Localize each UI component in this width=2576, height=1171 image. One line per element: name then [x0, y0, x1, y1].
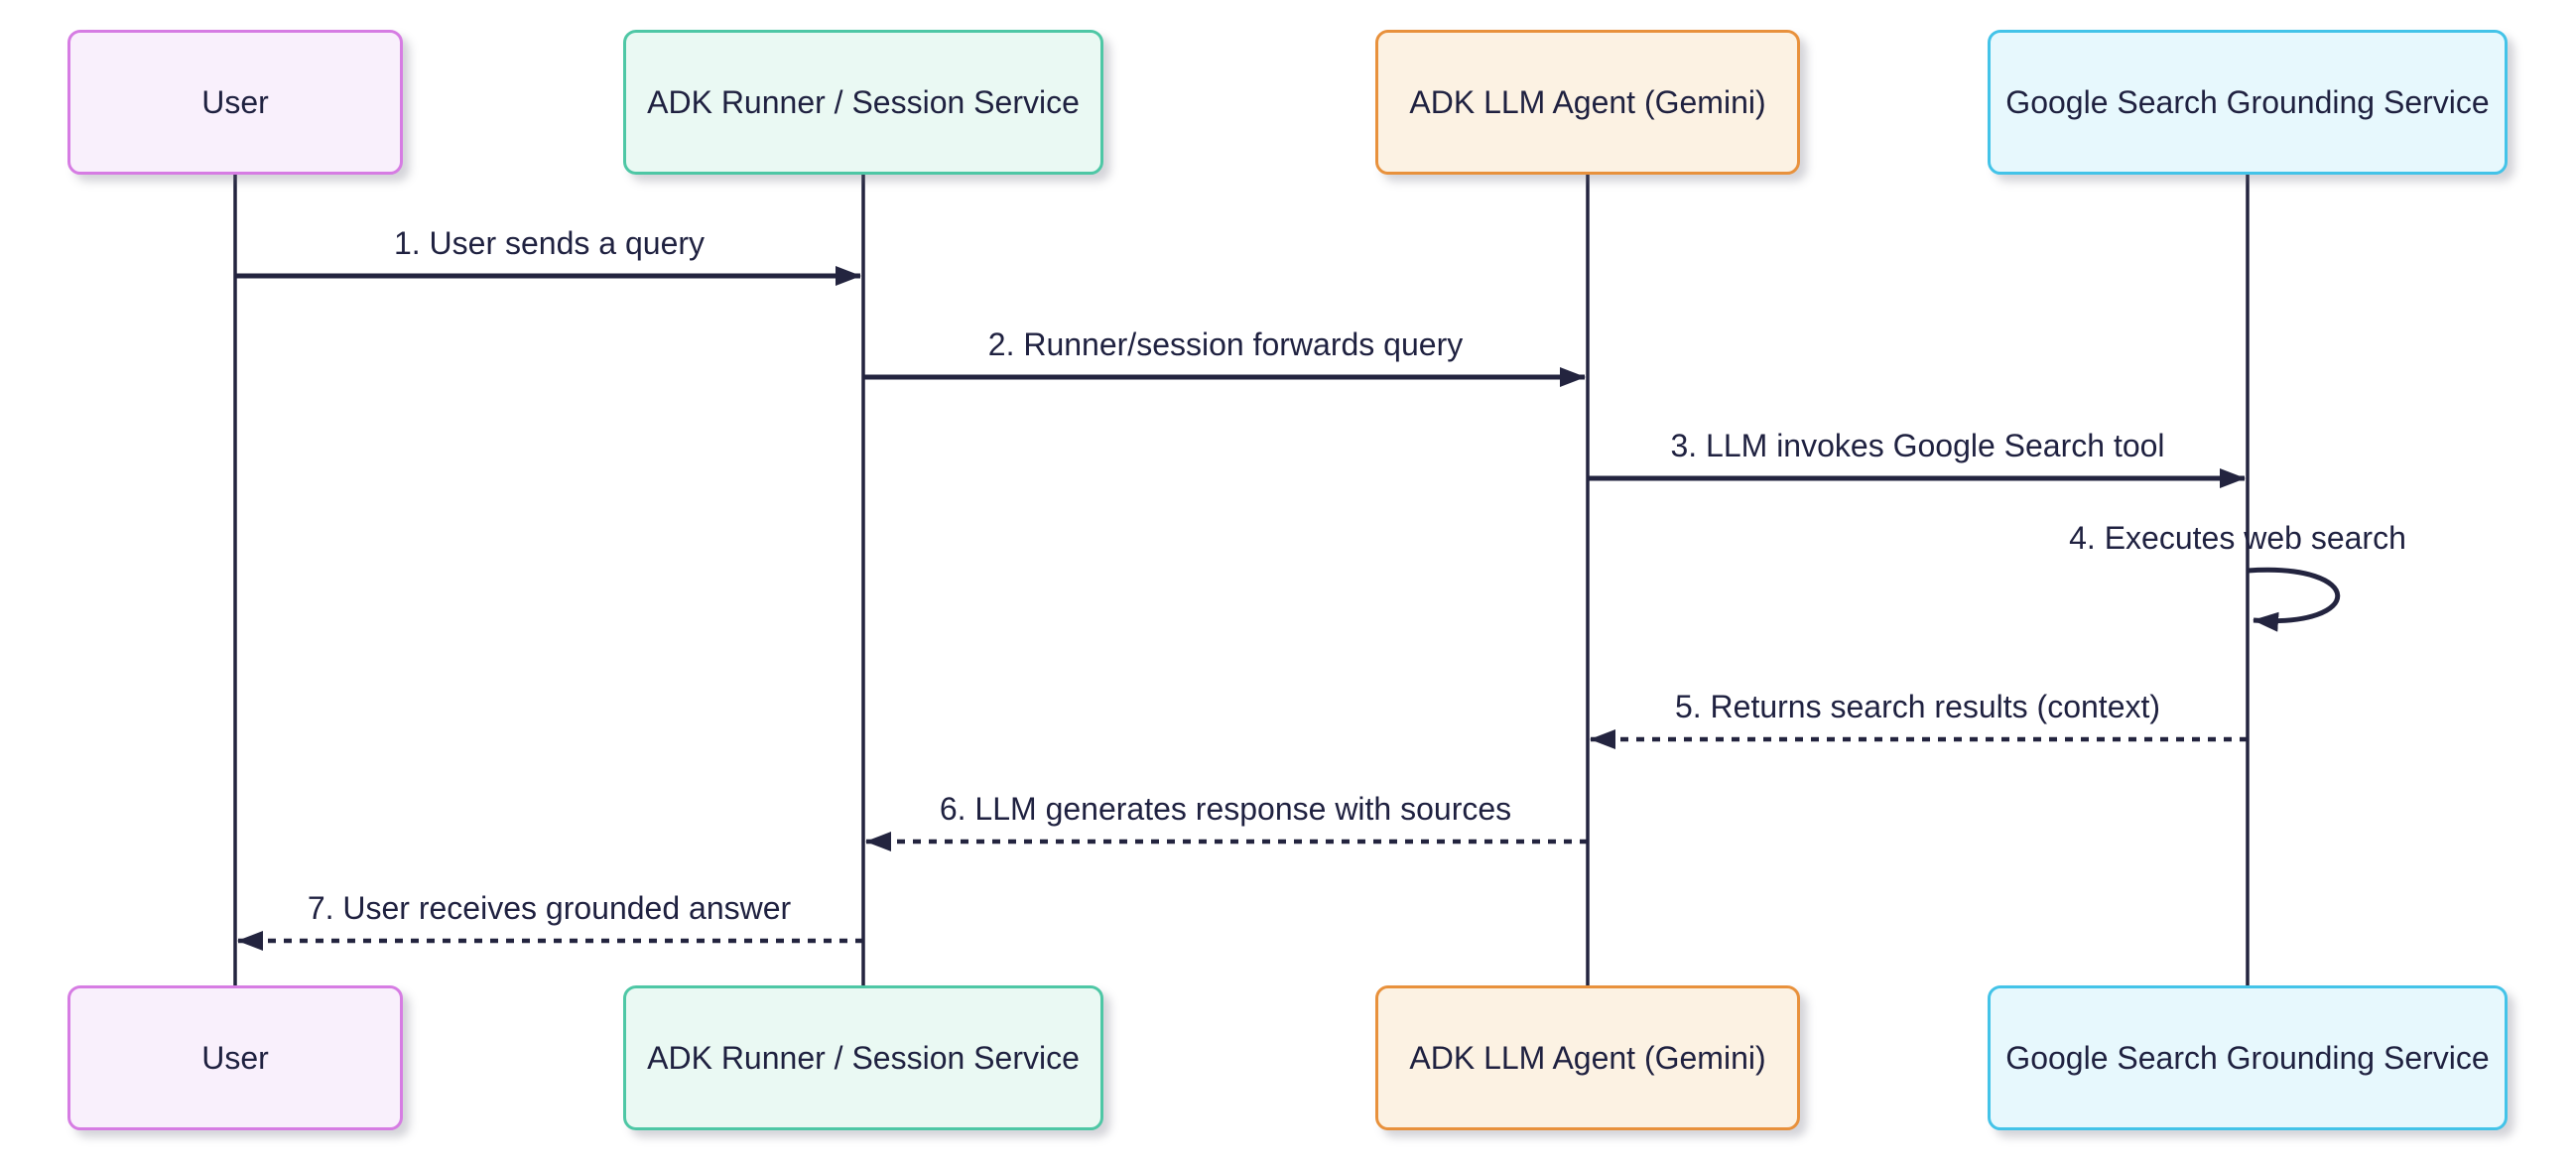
- actor-box-top-runner: ADK Runner / Session Service: [623, 30, 1103, 175]
- actor-label: Google Search Grounding Service: [2005, 83, 2490, 120]
- actor-box-bottom-google: Google Search Grounding Service: [1988, 985, 2508, 1130]
- message-label-3: 3. LLM invokes Google Search tool: [1670, 428, 2165, 464]
- actor-box-top-llm: ADK LLM Agent (Gemini): [1375, 30, 1800, 175]
- actor-label: ADK Runner / Session Service: [647, 83, 1080, 120]
- actor-label: User: [201, 83, 269, 120]
- actor-label: User: [201, 1039, 269, 1076]
- message-label-2: 2. Runner/session forwards query: [987, 326, 1464, 363]
- message-label-4: 4. Executes web search: [2069, 520, 2406, 557]
- actor-label: ADK LLM Agent (Gemini): [1409, 83, 1766, 120]
- actor-label: ADK Runner / Session Service: [647, 1039, 1080, 1076]
- actor-box-bottom-runner: ADK Runner / Session Service: [623, 985, 1103, 1130]
- actor-label: ADK LLM Agent (Gemini): [1409, 1039, 1766, 1076]
- message-label-5: 5. Returns search results (context): [1674, 689, 2161, 725]
- message-arrow-4-self-loop: [2247, 567, 2341, 632]
- message-label-7: 7. User receives grounded answer: [307, 890, 792, 927]
- message-label-6: 6. LLM generates response with sources: [939, 791, 1512, 828]
- actor-box-top-user: User: [67, 30, 403, 175]
- message-label-1: 1. User sends a query: [393, 225, 706, 262]
- actor-box-bottom-llm: ADK LLM Agent (Gemini): [1375, 985, 1800, 1130]
- actor-label: Google Search Grounding Service: [2005, 1039, 2490, 1076]
- actor-box-top-google: Google Search Grounding Service: [1988, 30, 2508, 175]
- actor-box-bottom-user: User: [67, 985, 403, 1130]
